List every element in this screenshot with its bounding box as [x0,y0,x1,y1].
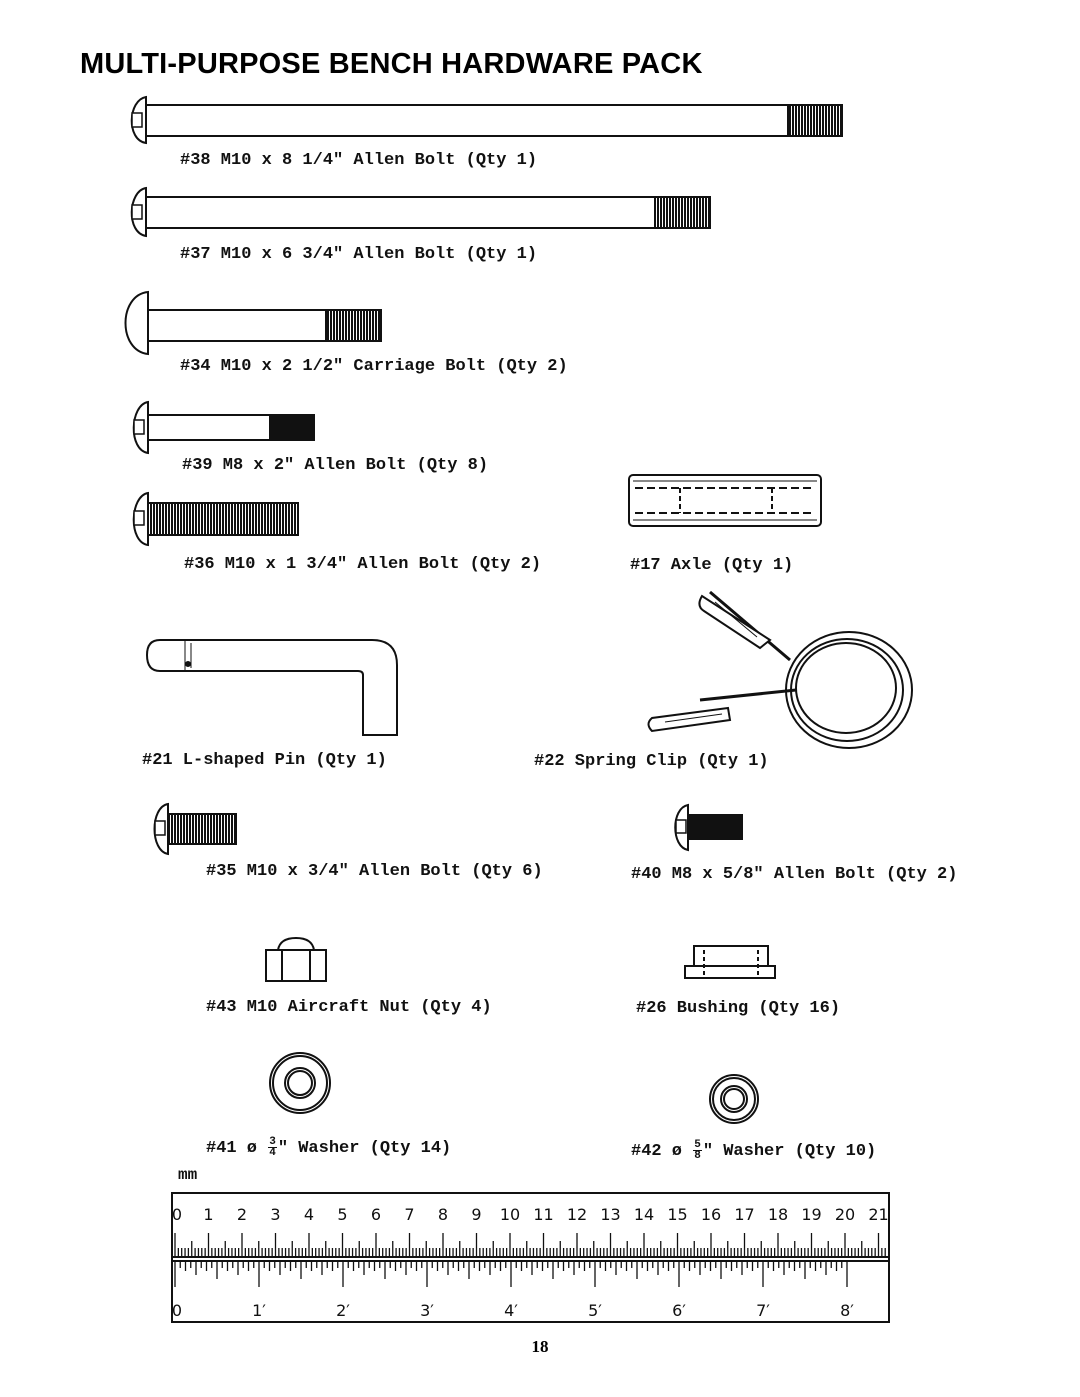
part-26-label: #26 Bushing (Qty 16) [636,999,841,1018]
cm-tick-label: 14 [634,1205,654,1224]
part-41-fraction-denominator: 4 [269,1147,276,1159]
part-34-label: #34 M10 x 2 1/2" Carriage Bolt (Qty 2) [180,357,568,376]
part-21-label: #21 L-shaped Pin (Qty 1) [142,751,387,770]
inch-tick-label: 0 [172,1301,182,1320]
part-42-prefix: #42 ø [631,1141,693,1161]
part-17-label: #17 Axle (Qty 1) [630,556,794,575]
carriage-bolt-34-drawing [124,290,382,356]
cm-tick-label: 8 [438,1205,448,1224]
washer-42-drawing [709,1074,759,1124]
part-41-suffix: " Washer (Qty 14) [277,1138,452,1158]
part-40-label: #40 M8 x 5/8" Allen Bolt (Qty 2) [631,865,958,884]
washer-41-drawing [269,1052,331,1114]
cm-tick-label: 1 [203,1205,213,1224]
bushing-26-drawing [684,945,776,979]
part-37-label: #37 M10 x 6 3/4" Allen Bolt (Qty 1) [180,245,538,264]
allen-bolt-36-drawing [132,491,299,547]
allen-bolt-37-drawing [130,186,711,238]
part-39-label: #39 M8 x 2" Allen Bolt (Qty 8) [182,456,489,475]
part-42-fraction-denominator: 8 [694,1150,701,1162]
cm-tick-label: 3 [270,1205,280,1224]
inch-tick-label: 4′ [504,1301,518,1320]
cm-tick-label: 5 [337,1205,347,1224]
cm-tick-label: 6 [371,1205,381,1224]
cm-tick-label: 19 [801,1205,821,1224]
part-38-label: #38 M10 x 8 1/4" Allen Bolt (Qty 1) [180,151,538,170]
inch-tick-label: 6′ [672,1301,686,1320]
l-shaped-pin-21-drawing [145,639,398,736]
inch-tick-label: 2′ [336,1301,350,1320]
cm-tick-label: 2 [237,1205,247,1224]
part-42-suffix: " Washer (Qty 10) [702,1141,877,1161]
cm-tick-label: 4 [304,1205,314,1224]
allen-bolt-39-drawing [132,400,315,455]
cm-tick-label: 7 [404,1205,414,1224]
part-35-label: #35 M10 x 3/4" Allen Bolt (Qty 6) [206,862,543,881]
aircraft-nut-43-drawing [265,936,327,982]
page-number: 18 [531,1337,549,1356]
cm-tick-label: 10 [500,1205,520,1224]
page-title: MULTI-PURPOSE BENCH HARDWARE PACK [80,48,703,80]
cm-tick-label: 11 [533,1205,553,1224]
allen-bolt-40-drawing [674,803,743,852]
inch-tick-label: 5′ [588,1301,602,1320]
part-36-label: #36 M10 x 1 3/4" Allen Bolt (Qty 2) [184,555,542,574]
allen-bolt-35-drawing [153,802,237,856]
inch-tick-label: 3′ [420,1301,434,1320]
part-43-label: #43 M10 Aircraft Nut (Qty 4) [206,998,492,1017]
cm-tick-label: 16 [701,1205,721,1224]
cm-tick-label: 17 [734,1205,754,1224]
axle-17-drawing [628,474,822,527]
inch-tick-label: 7′ [756,1301,770,1320]
cm-tick-label: 12 [567,1205,587,1224]
cm-tick-label: 18 [768,1205,788,1224]
spring-clip-22-drawing [647,590,913,749]
cm-tick-label: 20 [835,1205,855,1224]
part-42-fraction-numerator: 5 [693,1139,702,1151]
inch-tick-label: 1′ [252,1301,266,1320]
part-41-prefix: #41 ø [206,1138,268,1158]
allen-bolt-38-drawing [130,95,843,145]
cm-tick-label: 15 [667,1205,687,1224]
cm-tick-label: 21 [868,1205,888,1224]
part-22-label: #22 Spring Clip (Qty 1) [534,752,769,771]
ruler-unit-label: mm [178,1166,198,1184]
cm-tick-label: 13 [600,1205,620,1224]
cm-tick-label: 9 [471,1205,481,1224]
inch-tick-label: 8′ [840,1301,854,1320]
part-41-fraction-numerator: 3 [268,1136,277,1148]
cm-tick-label: 0 [172,1205,182,1224]
